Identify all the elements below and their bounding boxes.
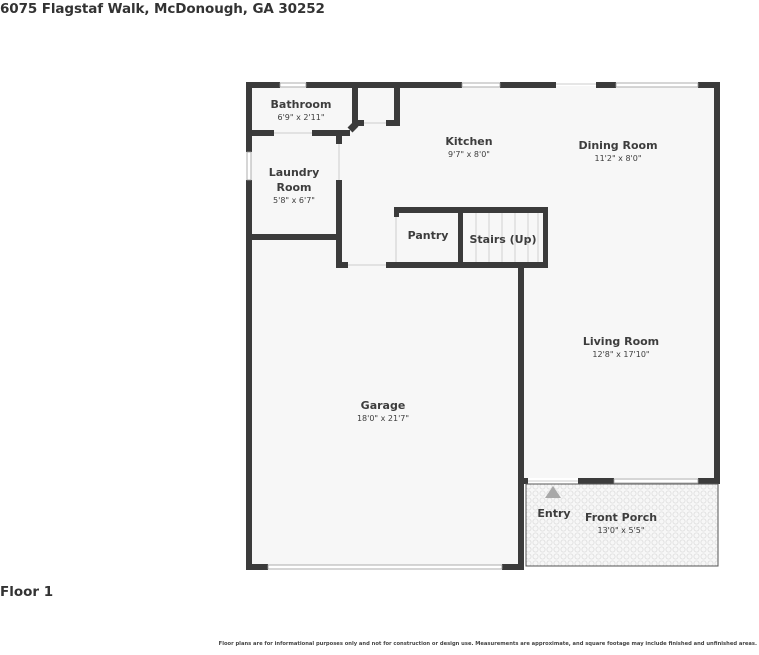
living-room-dims: 12'8" x 17'10" xyxy=(592,350,649,359)
dining-room-dims: 11'2" x 8'0" xyxy=(594,154,641,163)
front-porch-label: Front Porch xyxy=(585,511,657,524)
laundry-label-line2: Room xyxy=(276,181,311,194)
kitchen-label: Kitchen xyxy=(445,135,492,148)
stairs-label: Stairs (Up) xyxy=(469,233,536,246)
garage-floor xyxy=(250,238,522,566)
garage-label: Garage xyxy=(361,399,406,412)
bathroom-dims: 6'9" x 2'11" xyxy=(277,113,324,122)
laundry-dims: 5'8" x 6'7" xyxy=(273,196,315,205)
entry-arrow-icon xyxy=(545,486,561,498)
dining-room-label: Dining Room xyxy=(578,139,657,152)
walls xyxy=(246,82,720,570)
front-porch-dims: 13'0" x 5'5" xyxy=(597,526,644,535)
entry-label: Entry xyxy=(537,507,570,520)
stair-treads xyxy=(475,213,539,262)
windows xyxy=(246,82,699,570)
floor-label: Floor 1 xyxy=(0,584,54,600)
kitchen-dims: 9'7" x 8'0" xyxy=(448,150,490,159)
pantry-label: Pantry xyxy=(408,229,449,242)
living-room-label: Living Room xyxy=(583,335,659,348)
garage-dims: 18'0" x 21'7" xyxy=(357,414,409,423)
bathroom-label: Bathroom xyxy=(271,98,332,111)
laundry-label-line1: Laundry xyxy=(269,166,320,179)
disclaimer: Floor plans are for informational purpos… xyxy=(218,641,757,647)
page-title: 6075 Flagstaf Walk, McDonough, GA 30252 xyxy=(0,1,325,17)
